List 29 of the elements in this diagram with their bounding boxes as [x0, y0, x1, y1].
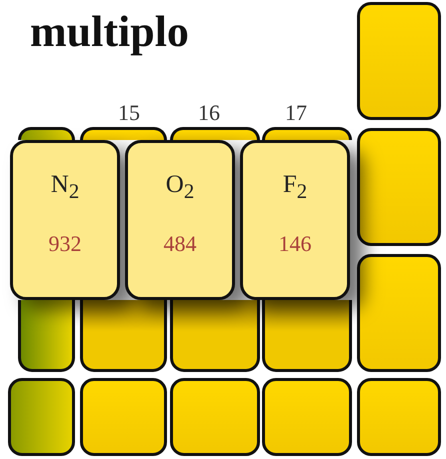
bond-energy: 484: [164, 231, 196, 257]
bond-energy: 146: [278, 231, 312, 257]
element-card: [125, 140, 235, 300]
table-cell: [357, 128, 441, 246]
group-number: 16: [198, 100, 220, 126]
element-card: [240, 140, 350, 300]
bond-energy: 932: [48, 231, 82, 257]
table-cell: [262, 127, 352, 140]
table-cell: [357, 378, 441, 456]
table-cell: [18, 300, 75, 372]
table-cell: [18, 127, 75, 140]
element-symbol: O$_{2}$: [166, 171, 194, 204]
table-cell: [170, 300, 260, 372]
group-number: 17: [285, 100, 307, 126]
table-cell: [170, 378, 260, 456]
table-cell: [357, 2, 441, 120]
element-card: [10, 140, 120, 300]
table-cell: [80, 127, 167, 140]
group-number: 15: [118, 100, 140, 126]
table-cell: [8, 378, 75, 456]
table-cell: [170, 127, 260, 140]
title: multiplo: [30, 8, 189, 56]
table-cell: [357, 254, 441, 372]
element-symbol: N$_{2}$: [50, 171, 80, 204]
element-symbol: F$_{2}$: [282, 171, 308, 204]
table-cell: [262, 300, 352, 372]
table-cell: [80, 378, 167, 456]
table-cell: [80, 300, 167, 372]
table-cell: [262, 378, 352, 456]
